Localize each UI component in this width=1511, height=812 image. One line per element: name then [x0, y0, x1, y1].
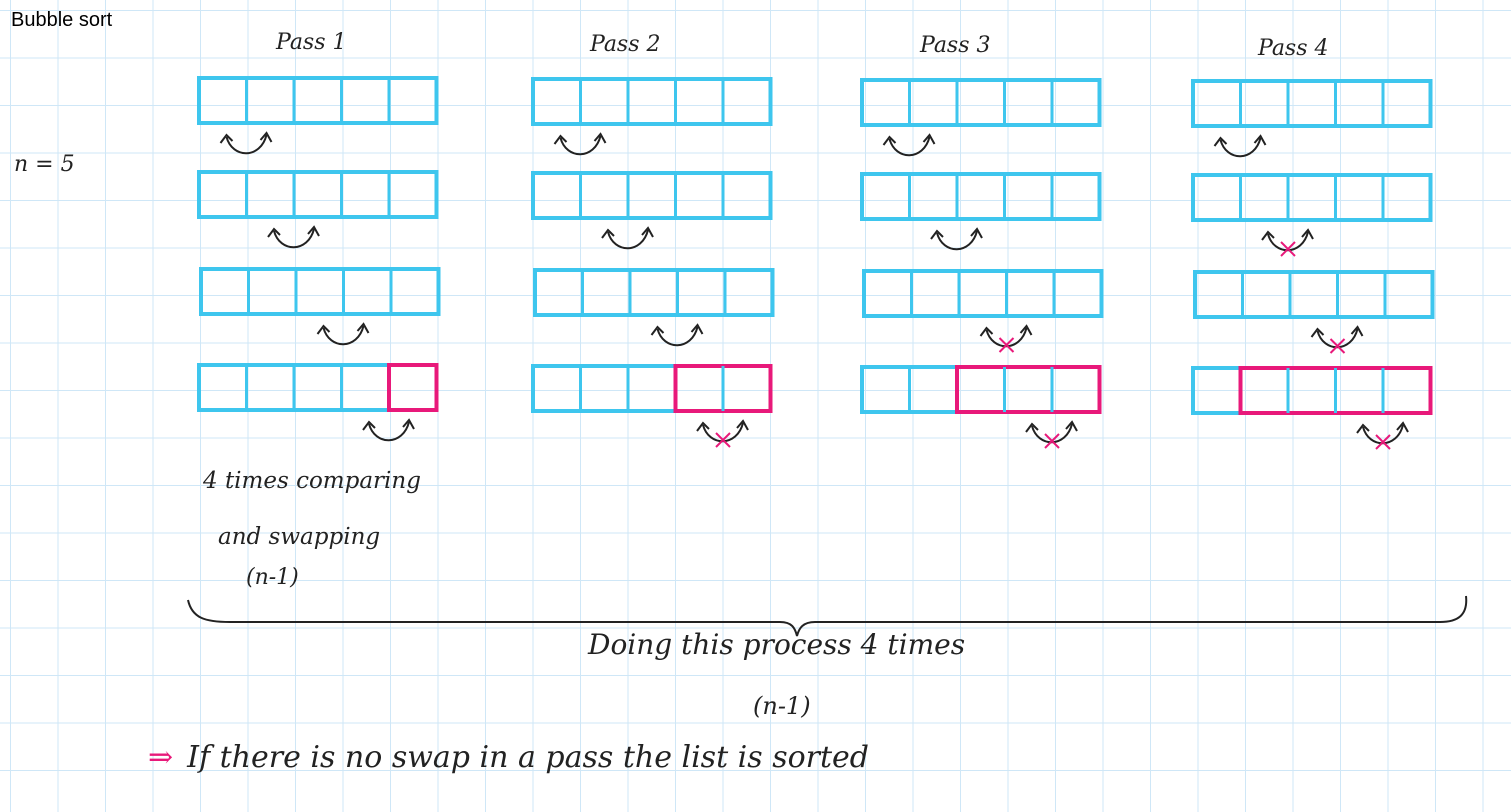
compare-arrow: [273, 228, 315, 249]
note-comparisons: 4 times comparing: [203, 468, 421, 494]
compare-arrowhead: [362, 420, 376, 431]
compare-arrow: [936, 230, 978, 251]
rule-statement: ⇒ If there is no swap in a pass the list …: [148, 740, 869, 775]
pass-label-3: Pass 3: [920, 33, 991, 58]
no-swap-mark: [1044, 433, 1060, 449]
compare-arrowhead: [1301, 228, 1314, 240]
compare-arrowhead: [736, 419, 749, 431]
compare-arrow: [1267, 231, 1309, 252]
array-row: [860, 172, 1102, 221]
rule-text: If there is no swap in a pass the list i…: [187, 740, 870, 775]
compare-arrowhead: [641, 226, 654, 238]
array-row: [1191, 366, 1433, 415]
note-swapping: and swapping: [218, 524, 381, 550]
compare-arrowhead: [930, 229, 944, 240]
compare-arrowhead: [922, 133, 936, 145]
compare-arrowhead: [219, 133, 234, 144]
array-row: [1191, 79, 1433, 128]
array-row: [860, 78, 1102, 127]
compare-arrow: [985, 327, 1028, 348]
array-row: [199, 267, 441, 316]
compare-arrow: [702, 422, 744, 443]
compare-arrowhead: [307, 225, 320, 237]
no-swap-mark: [998, 337, 1015, 353]
array-row: [197, 170, 439, 219]
no-swap-mark: [1329, 338, 1346, 354]
array-row: [862, 269, 1104, 318]
summary-text: Doing this process 4 times: [588, 628, 966, 661]
array-row: [533, 268, 775, 317]
compare-arrowhead: [259, 131, 273, 143]
compare-arrowhead: [1253, 134, 1267, 146]
compare-arrowhead: [1310, 327, 1325, 338]
compare-arrow: [322, 325, 365, 346]
array-row: [531, 364, 773, 413]
sorted-segment: [955, 365, 1102, 414]
array-row: [1193, 270, 1435, 319]
summary-n-minus-1: (n-1): [753, 692, 811, 720]
n-label: n = 5: [14, 152, 75, 177]
compare-arrowhead: [1025, 422, 1039, 433]
no-swap-mark: [1375, 434, 1391, 450]
implies-arrow-icon: ⇒: [148, 740, 174, 775]
sorted-segment: [387, 363, 439, 412]
compare-arrowhead: [970, 227, 983, 239]
pass-label-1: Pass 1: [276, 30, 347, 55]
array-row: [197, 76, 439, 125]
pass-label-4: Pass 4: [1258, 36, 1329, 61]
compare-arrow: [225, 134, 268, 155]
no-swap-mark: [715, 432, 731, 448]
compare-arrowhead: [1065, 420, 1078, 432]
compare-arrow: [607, 229, 649, 250]
compare-arrowhead: [356, 322, 370, 334]
no-swap-mark: [1280, 241, 1296, 257]
compare-arrowhead: [1356, 423, 1370, 434]
pass-label-2: Pass 2: [590, 32, 661, 57]
array-row: [531, 77, 773, 126]
array-row: [1191, 173, 1433, 222]
compare-arrowhead: [882, 135, 897, 146]
compare-arrowhead: [601, 228, 615, 239]
compare-arrow: [1219, 137, 1262, 158]
compare-arrowhead: [402, 418, 415, 430]
compare-arrowhead: [267, 227, 281, 238]
compare-arrowhead: [1019, 324, 1033, 336]
compare-arrowhead: [1261, 230, 1275, 241]
compare-arrowhead: [650, 325, 665, 336]
compare-arrow: [1031, 423, 1073, 444]
compare-arrow: [888, 136, 931, 157]
array-row: [860, 365, 1102, 414]
compare-arrowhead: [690, 323, 704, 335]
compare-arrow: [656, 326, 699, 347]
compare-arrowhead: [1396, 421, 1409, 433]
compare-arrowhead: [1350, 325, 1364, 337]
compare-arrowhead: [593, 132, 607, 144]
note-n-minus-1: (n-1): [246, 565, 299, 590]
compare-arrowhead: [696, 421, 710, 432]
grouping-brace: [187, 595, 1468, 637]
compare-arrowhead: [979, 326, 994, 337]
compare-arrow: [559, 135, 602, 156]
array-row: [197, 363, 439, 412]
compare-arrowhead: [553, 134, 568, 145]
compare-arrowhead: [316, 324, 331, 335]
array-row: [531, 171, 773, 220]
compare-arrow: [1316, 328, 1359, 349]
page-title: Bubble sort: [11, 9, 113, 31]
compare-arrow: [1362, 424, 1404, 445]
compare-arrowhead: [1213, 136, 1228, 147]
compare-arrow: [368, 421, 410, 442]
